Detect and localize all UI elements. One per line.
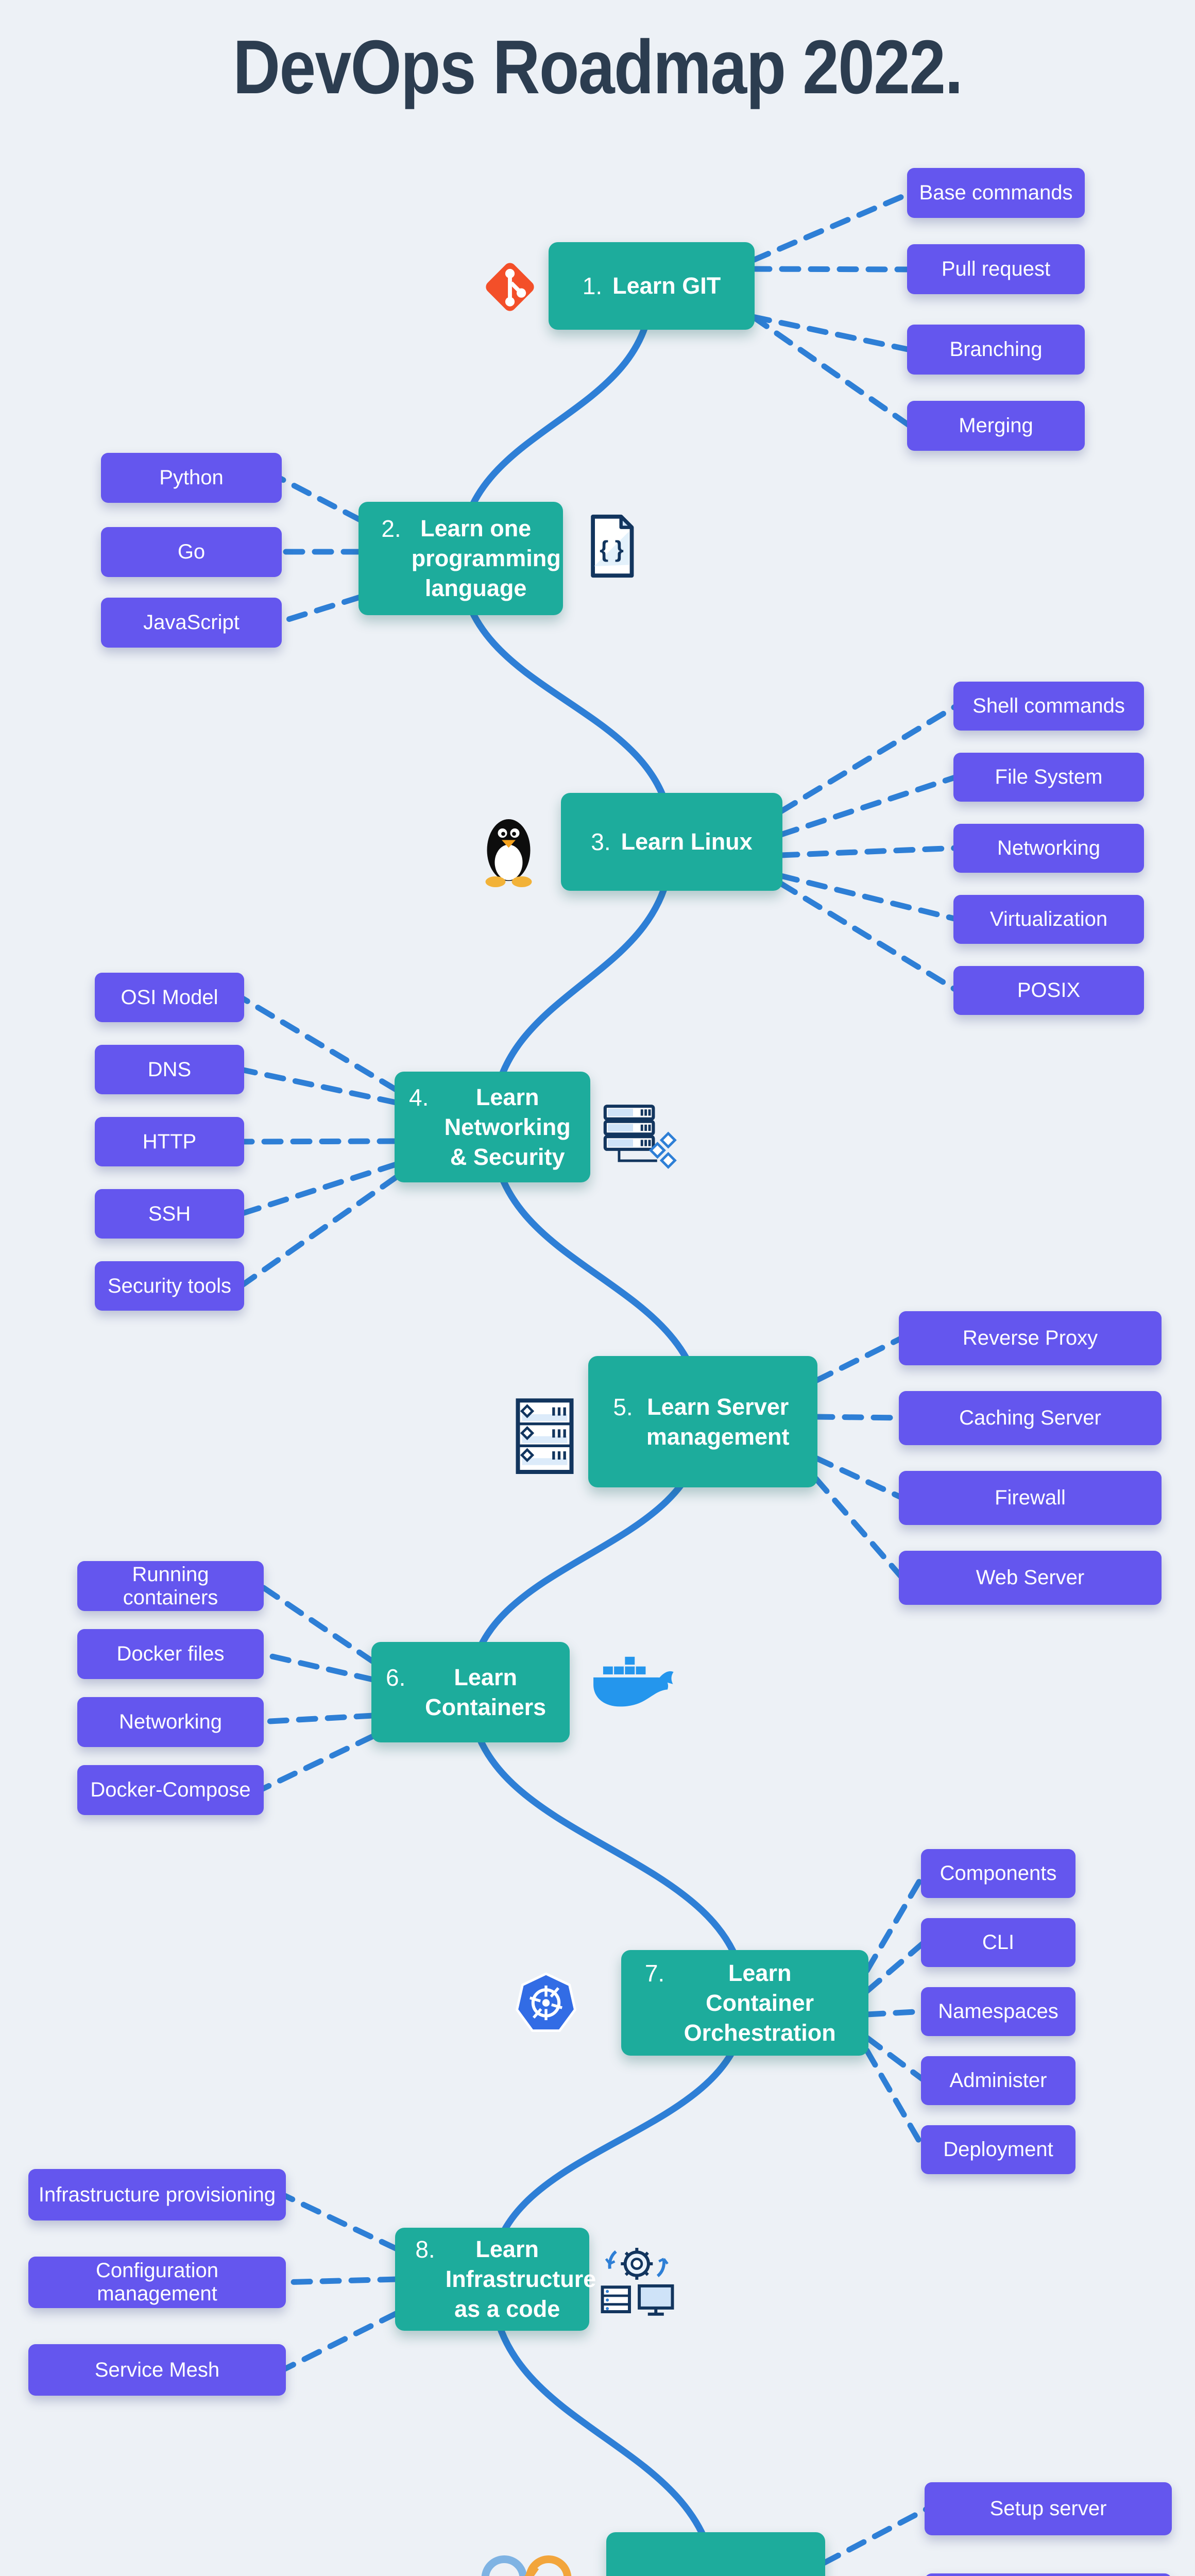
step-number: 5. xyxy=(613,1393,633,1420)
topic-box: Shell commands xyxy=(953,682,1144,731)
topic-box: Python xyxy=(101,453,282,503)
topic-box: Virtualization xyxy=(953,895,1144,944)
topic-box: Configuration management xyxy=(28,2257,286,2308)
step-box-6-learn-containers: 6. Learn Containers xyxy=(371,1642,570,1742)
step-label: Learn Container Orchestration xyxy=(684,1959,836,2046)
code-file-icon: { } xyxy=(585,513,639,580)
topic-box: OSI Model xyxy=(95,973,244,1022)
step-number: 2. xyxy=(381,515,401,542)
iac-gear-icon xyxy=(598,2241,677,2318)
topic-box: Docker files xyxy=(77,1629,264,1679)
topic-box: DNS xyxy=(95,1045,244,1094)
dashed-branch-lines xyxy=(238,190,960,2566)
topic-box: JavaScript xyxy=(101,598,282,648)
network-security-icon xyxy=(600,1100,682,1172)
step-number: 3. xyxy=(591,828,611,855)
topic-box: Deployment xyxy=(921,2125,1076,2174)
step-box-5-learn-server-management: 5. Learn Server management xyxy=(588,1356,817,1487)
topic-box: POSIX xyxy=(953,966,1144,1015)
step-box-2-learn-programming-language: 2. Learn one programming language xyxy=(358,502,563,615)
step-box-4-learn-networking-security: 4. Learn Networking & Security xyxy=(395,1072,590,1182)
topic-box: HTTP xyxy=(95,1117,244,1166)
step-box-3-learn-linux: 3. Learn Linux xyxy=(561,793,782,891)
topic-box: Components xyxy=(921,1849,1076,1898)
topic-box: Reverse Proxy xyxy=(899,1311,1162,1365)
step-number: 7. xyxy=(644,1959,665,1987)
step-label: Learn GIT xyxy=(612,273,721,299)
topic-box: File System xyxy=(953,753,1144,802)
topic-box: SSH xyxy=(95,1189,244,1239)
topic-box: Namespaces xyxy=(921,1987,1076,2036)
topic-box: Pull request xyxy=(907,244,1085,294)
git-icon xyxy=(476,253,543,320)
topic-box: Go xyxy=(101,527,282,577)
topic-box: Infrastructure provisioning xyxy=(28,2169,286,2221)
topic-box: Service Mesh xyxy=(28,2344,286,2396)
step-box-9-learn-cicd: 9.Learn CI/CD xyxy=(606,2532,825,2576)
step-number: 8. xyxy=(415,2236,435,2263)
topic-box: Setup server xyxy=(925,2482,1172,2535)
topic-box: Security tools xyxy=(95,1261,244,1311)
step-label: Learn Containers xyxy=(425,1664,547,1720)
topic-box: CLI xyxy=(921,1918,1076,1967)
topic-box: Running containers xyxy=(77,1561,264,1611)
step-box-1-learn-git: 1. Learn GIT xyxy=(549,242,755,330)
topic-box: Integration xyxy=(925,2573,1172,2576)
svg-text:{ }: { } xyxy=(600,537,624,562)
page-title: DevOps Roadmap 2022. xyxy=(233,25,963,110)
server-rack-icon xyxy=(513,1394,577,1476)
linux-tux-icon xyxy=(482,810,536,887)
step-box-8-learn-infrastructure-as-code: 8. Learn Infrastructure as a code xyxy=(395,2228,596,2331)
topic-box: Networking xyxy=(77,1697,264,1747)
step-label: Learn one programming language xyxy=(411,515,561,601)
step-label: Learn Infrastructure as a code xyxy=(445,2236,596,2322)
step-number: 1. xyxy=(582,273,603,299)
cicd-loop-icon xyxy=(475,2551,578,2576)
step-label: Learn Server management xyxy=(646,1393,790,1450)
kubernetes-icon xyxy=(515,1971,577,2035)
topic-box: Base commands xyxy=(907,168,1085,218)
topic-box: Web Server xyxy=(899,1551,1162,1605)
topic-box: Administer xyxy=(921,2056,1076,2105)
docker-whale-icon xyxy=(590,1651,675,1718)
step-label: Learn Networking & Security xyxy=(444,1083,571,1170)
step-box-7-learn-container-orchestration: 7. Learn Container Orchestration xyxy=(621,1950,868,2056)
step-number: 6. xyxy=(386,1664,406,1691)
topic-box: Networking xyxy=(953,824,1144,873)
topic-box: Branching xyxy=(907,325,1085,375)
topic-box: Merging xyxy=(907,401,1085,451)
topic-box: Firewall xyxy=(899,1471,1162,1525)
topic-box: Docker-Compose xyxy=(77,1765,264,1815)
step-label: Learn Linux xyxy=(621,828,753,855)
topic-box: Caching Server xyxy=(899,1391,1162,1445)
step-number: 4. xyxy=(409,1083,429,1111)
